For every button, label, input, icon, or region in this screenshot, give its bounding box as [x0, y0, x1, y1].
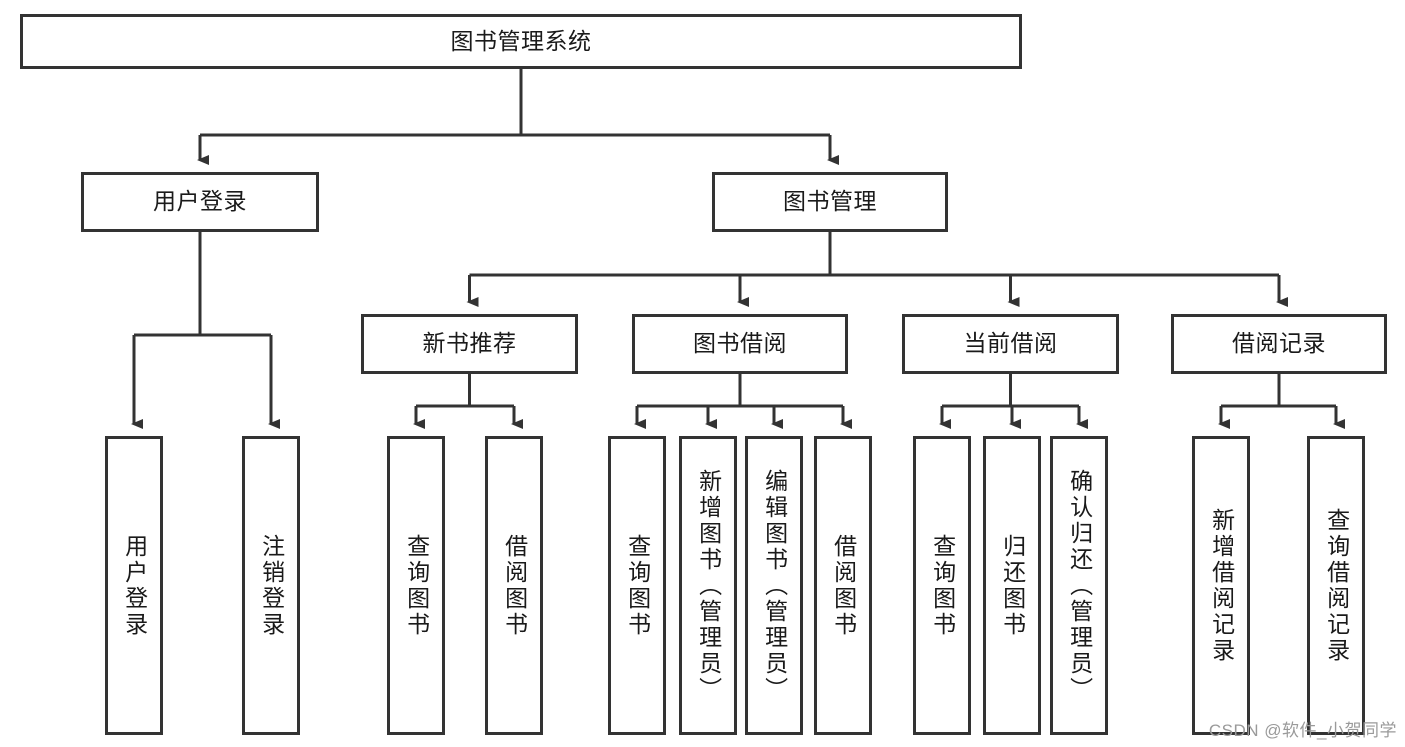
node-leaf-borrow-book-1[interactable]: 借阅图书	[485, 436, 543, 735]
node-leaf-user-logout[interactable]: 注销登录	[242, 436, 300, 735]
node-label: 借阅记录	[1232, 330, 1326, 357]
node-leaf-add-book-admin[interactable]: 新增图书（管理员）	[679, 436, 737, 735]
node-leaf-add-borrow-record[interactable]: 新增借阅记录	[1192, 436, 1250, 735]
node-user-login[interactable]: 用户登录	[81, 172, 319, 232]
node-book-borrow[interactable]: 图书借阅	[632, 314, 848, 374]
node-leaf-user-login[interactable]: 用户登录	[105, 436, 163, 735]
node-label: 确认归还（管理员）	[1066, 468, 1093, 703]
node-new-book-recommend[interactable]: 新书推荐	[361, 314, 578, 374]
node-current-borrow[interactable]: 当前借阅	[902, 314, 1119, 374]
node-label: 查询图书	[624, 533, 651, 638]
node-leaf-query-borrow-record[interactable]: 查询借阅记录	[1307, 436, 1365, 735]
node-leaf-return-book[interactable]: 归还图书	[983, 436, 1041, 735]
node-label: 当前借阅	[963, 330, 1058, 357]
node-label: 归还图书	[999, 533, 1026, 638]
node-label: 注销登录	[258, 533, 285, 638]
node-label: 查询图书	[929, 533, 956, 638]
node-label: 查询图书	[403, 533, 430, 638]
node-root[interactable]: 图书管理系统	[20, 14, 1022, 69]
node-label: 图书借阅	[693, 330, 787, 357]
node-label: 用户登录	[121, 533, 148, 638]
node-leaf-query-book-2[interactable]: 查询图书	[608, 436, 666, 735]
node-label: 新增借阅记录	[1208, 507, 1235, 664]
node-leaf-query-book-1[interactable]: 查询图书	[387, 436, 445, 735]
node-leaf-confirm-return-admin[interactable]: 确认归还（管理员）	[1050, 436, 1108, 735]
node-label: 图书管理	[783, 188, 877, 215]
node-label: 编辑图书（管理员）	[761, 468, 788, 703]
node-label: 新书推荐	[422, 330, 517, 357]
node-label: 新增图书（管理员）	[695, 468, 722, 703]
node-leaf-edit-book-admin[interactable]: 编辑图书（管理员）	[745, 436, 803, 735]
node-label: 用户登录	[153, 188, 247, 215]
node-label: 查询借阅记录	[1323, 507, 1350, 664]
node-label: 借阅图书	[501, 533, 528, 638]
node-leaf-query-book-3[interactable]: 查询图书	[913, 436, 971, 735]
node-leaf-borrow-book-2[interactable]: 借阅图书	[814, 436, 872, 735]
node-label: 图书管理系统	[450, 27, 592, 54]
node-book-manage[interactable]: 图书管理	[712, 172, 948, 232]
node-label: 借阅图书	[830, 533, 857, 638]
node-borrow-record[interactable]: 借阅记录	[1171, 314, 1387, 374]
